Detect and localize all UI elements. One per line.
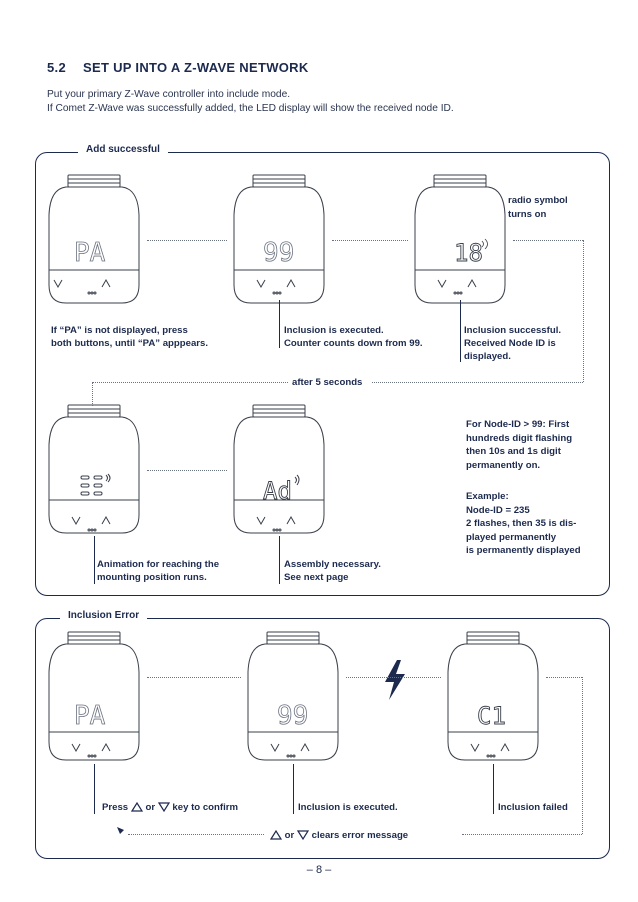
- thermostat-device-node-id: 18: [414, 174, 506, 304]
- radio-symbol-icon: [481, 238, 488, 250]
- caption-inclusion-failed: Inclusion failed: [498, 802, 568, 813]
- page-number: – 8 –: [306, 864, 332, 876]
- return-arrow-icon: [117, 827, 124, 834]
- svg-text:C1: C1: [477, 702, 506, 730]
- connector-d4-d5: [147, 470, 227, 471]
- down-arrow-icon: [296, 830, 309, 840]
- connector-d3-right: [513, 240, 583, 241]
- thermostat-device-99: 99: [233, 174, 325, 304]
- connector-e2-e3: [346, 677, 441, 678]
- after-seconds-label: after 5 seconds: [292, 377, 363, 388]
- panel-inclusion-error: [35, 618, 610, 859]
- down-arrow-icon: [157, 802, 170, 812]
- connector-e3-right: [546, 677, 582, 678]
- caption-clear-message: or clears error message: [270, 829, 408, 842]
- connector-right-down: [583, 240, 584, 382]
- panel-add-successful-label: Add successful: [78, 144, 168, 155]
- caption-pa-hint: If “PA” is not displayed, press both but…: [51, 325, 209, 349]
- connector-return-right: [372, 382, 583, 383]
- svg-text:PA: PA: [74, 238, 106, 268]
- connector-e1-e2: [147, 677, 241, 678]
- intro-text: Put your primary Z-Wave controller into …: [47, 88, 454, 116]
- svg-text:Ad: Ad: [263, 477, 292, 505]
- section-number: 5.2: [47, 60, 66, 75]
- thermostat-device-animation: [48, 404, 140, 534]
- connector-left-down: [92, 382, 93, 406]
- up-arrow-icon: [270, 830, 282, 840]
- connector-d1-d2: [147, 240, 227, 241]
- panel-inclusion-error-label: Inclusion Error: [60, 610, 148, 621]
- caption-press-key: Press or key to confirm: [102, 802, 238, 813]
- thermostat-device-ad: Ad: [233, 404, 325, 534]
- intro-line-2: If Comet Z-Wave was successfully added, …: [47, 103, 454, 114]
- connector-return-left: [92, 382, 288, 383]
- connector-clear-right-up: [582, 677, 583, 834]
- connector-d2-d3: [332, 240, 408, 241]
- thermostat-device-error-99: 99: [247, 631, 339, 761]
- caption-animation: Animation for reaching the mounting posi…: [97, 559, 220, 583]
- intro-line-1: Put your primary Z-Wave controller into …: [47, 89, 291, 100]
- connector-clear-right: [462, 834, 582, 835]
- thermostat-device-pa: PA: [48, 174, 140, 304]
- thermostat-device-error-c1: C1: [447, 631, 539, 761]
- svg-text:18: 18: [454, 239, 483, 267]
- svg-text:99: 99: [277, 701, 308, 731]
- radio-note: radio symbol turns on: [508, 195, 568, 220]
- svg-text:PA: PA: [74, 701, 106, 731]
- caption-inclusion-successful: Inclusion successful. Received Node ID i…: [464, 325, 562, 362]
- caption-assembly: Assembly necessary. See next page: [284, 559, 381, 583]
- section-title: SET UP INTO A Z-WAVE NETWORK: [83, 60, 309, 75]
- up-arrow-icon: [130, 802, 143, 812]
- svg-text:99: 99: [263, 238, 294, 268]
- connector-clear-left: [128, 834, 264, 835]
- caption-error-executed: Inclusion is executed.: [298, 802, 398, 813]
- lightning-bolt-icon: [385, 660, 405, 700]
- section-heading: 5.2 SET UP INTO A Z-WAVE NETWORK: [47, 60, 309, 75]
- node-id-example: Example: Node-ID = 235 2 flashes, then 3…: [466, 491, 581, 556]
- thermostat-device-error-pa: PA: [48, 631, 140, 761]
- caption-inclusion-executed: Inclusion is executed. Counter counts do…: [284, 325, 423, 349]
- panel-add-successful: [35, 152, 610, 596]
- node-id-note: For Node-ID > 99: First hundreds digit f…: [466, 419, 573, 471]
